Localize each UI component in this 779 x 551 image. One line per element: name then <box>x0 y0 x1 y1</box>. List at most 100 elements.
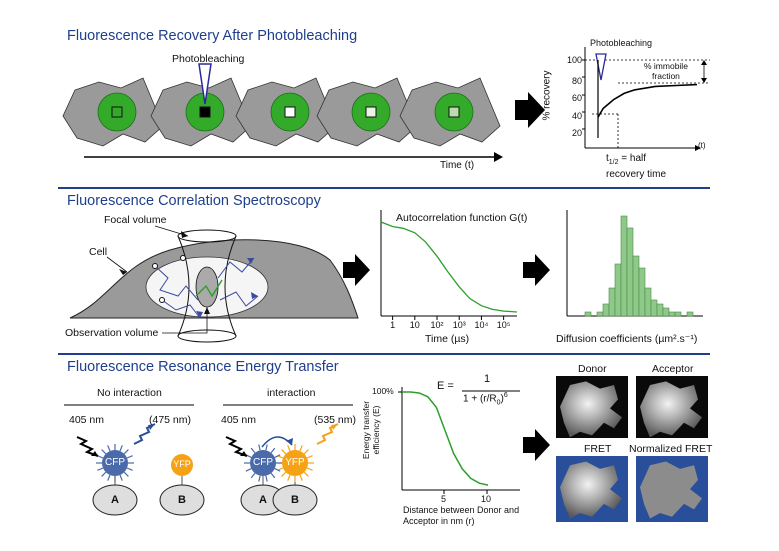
fret-arrow <box>523 429 550 461</box>
excitation-bolt-left <box>76 436 99 457</box>
no-interaction-label: No interaction <box>97 387 162 399</box>
fret-image-label: FRET <box>584 443 612 455</box>
cfpRaysRight-ray-1 <box>274 468 281 472</box>
molecule-3 <box>180 255 186 261</box>
cfpRaysRight-ray-10 <box>258 444 261 451</box>
yfpRaysRight-ray-1 <box>306 467 313 471</box>
hist-bar-6 <box>620 215 628 317</box>
hist-bar-15 <box>674 311 682 317</box>
emission-bolt-right <box>316 423 339 445</box>
fcs-arrow-1 <box>343 254 370 286</box>
hist-bar-7 <box>626 227 634 317</box>
emission-right-label: (535 nm) <box>314 414 357 426</box>
hist-bar-8 <box>632 255 640 317</box>
cfp-right-label: CFP <box>253 457 273 468</box>
yfpRaysRight-ray-15 <box>306 455 313 459</box>
fcs-cell-body <box>69 239 359 319</box>
protein-b-right-label: B <box>291 494 299 506</box>
cfpRaysRight-ray-11 <box>265 444 268 451</box>
eff-xlabel-line1: Distance between Donor and <box>403 505 520 515</box>
frap-cell-4 <box>316 77 418 147</box>
normalized-fret-image <box>636 456 708 522</box>
cfpRaysRight-ray-5 <box>250 472 256 479</box>
focal-volume-pointer <box>154 225 189 237</box>
yfpRaysRight-ray-5 <box>287 474 291 481</box>
formula-numerator: 1 <box>484 373 491 385</box>
immobile-fraction-label: % immobile fraction <box>644 61 688 81</box>
frap-cell-5 <box>399 77 501 147</box>
cfpRaysRight-ray-9 <box>250 447 256 454</box>
half-recovery-label: t1/2 = half recovery time <box>606 153 666 181</box>
hist-bar-3 <box>602 303 610 317</box>
cfpRaysLeft-ray-10 <box>101 449 107 455</box>
cfpRaysLeft-ray-1 <box>126 467 133 471</box>
yfp-left-label: YFP <box>173 459 191 469</box>
cell-pointer <box>106 256 128 273</box>
diffusion-trace-green <box>195 279 223 298</box>
hist-bar-9 <box>638 267 646 317</box>
den-sup: 6 <box>503 392 508 399</box>
eff-xtick-5-label: 5 <box>441 494 447 504</box>
normalized-fret-label: Normalized FRET <box>629 443 713 455</box>
acceptor-image <box>636 376 708 438</box>
hist-bar-14 <box>668 311 676 317</box>
excitation-bolt-right <box>225 436 248 457</box>
focal-volume-bottom <box>177 329 237 343</box>
excitation-right-label: 405 nm <box>221 414 257 426</box>
recovery-bleach-cone <box>595 53 607 81</box>
hist-bar-0 <box>584 311 592 317</box>
ytick-60: 60 <box>571 93 582 103</box>
focal-volume-top <box>177 229 237 243</box>
frap-bleach-label: Photobleaching <box>172 53 245 65</box>
cfpRaysRight-ray-3 <box>265 475 268 482</box>
acf-xtick-label-1: 10 <box>409 320 420 330</box>
cfpRaysLeft-ray-7 <box>97 467 104 471</box>
diffusion-trace-3 <box>217 257 255 279</box>
diffusion-trace-1 <box>154 265 199 301</box>
recovery-xaxis-label: (t) <box>698 141 706 150</box>
focal-volume-label: Focal volume <box>104 214 167 226</box>
divider-1 <box>58 187 710 189</box>
half-t: t <box>606 153 609 164</box>
yfpRaysRight-ray-7 <box>277 467 284 471</box>
frap-time-axis-label: Time (t) <box>440 160 475 171</box>
yfpRaysRight-ray-6 <box>281 471 287 477</box>
eff-ylabel-line2: efficiency (E) <box>371 405 382 455</box>
frap-cell-3 <box>235 77 337 147</box>
hist-bar-2 <box>596 311 604 317</box>
eff-ylabel: Energy transfer efficiency (E) <box>361 401 381 459</box>
cfpRaysRight-ray-4 <box>258 475 261 482</box>
immobile-label-line2: fraction <box>652 71 680 81</box>
hist-bar-12 <box>656 303 664 317</box>
protein-b-left-label: B <box>178 494 186 506</box>
yfpRaysRight-ray-14 <box>303 449 309 455</box>
half-sub: 1/2 <box>608 159 619 166</box>
cfpRaysLeft-ray-11 <box>107 445 111 452</box>
den-part2: ) <box>500 393 504 405</box>
recovery-bleach-label: Photobleaching <box>590 38 653 48</box>
immobile-label-line1: % immobile <box>644 61 688 71</box>
frap-title: Fluorescence Recovery After Photobleachi… <box>67 28 358 44</box>
frap-cell-1 <box>62 77 164 147</box>
ytick-100: 100 <box>566 55 582 65</box>
molecule-2 <box>159 297 165 303</box>
observation-volume-label: Observation volume <box>65 327 159 339</box>
focal-volume-left <box>177 235 190 337</box>
photobleach-laser-cone <box>198 63 212 105</box>
donor-label: Donor <box>578 363 607 375</box>
fcs-arrow-2 <box>523 254 550 286</box>
donor-image <box>556 376 628 438</box>
yfp-right-label: YFP <box>285 457 305 468</box>
yfpRaysRight-ray-2 <box>303 471 309 477</box>
fret-image <box>556 456 628 522</box>
eff-ylabel-line1: Energy transfer <box>361 400 372 460</box>
emission-bolt-left <box>133 423 156 445</box>
cfpRaysLeft-ray-13 <box>119 445 123 452</box>
den-part1: 1 + (r/R <box>463 393 497 405</box>
eff-xtick-10-label: 10 <box>481 494 492 504</box>
